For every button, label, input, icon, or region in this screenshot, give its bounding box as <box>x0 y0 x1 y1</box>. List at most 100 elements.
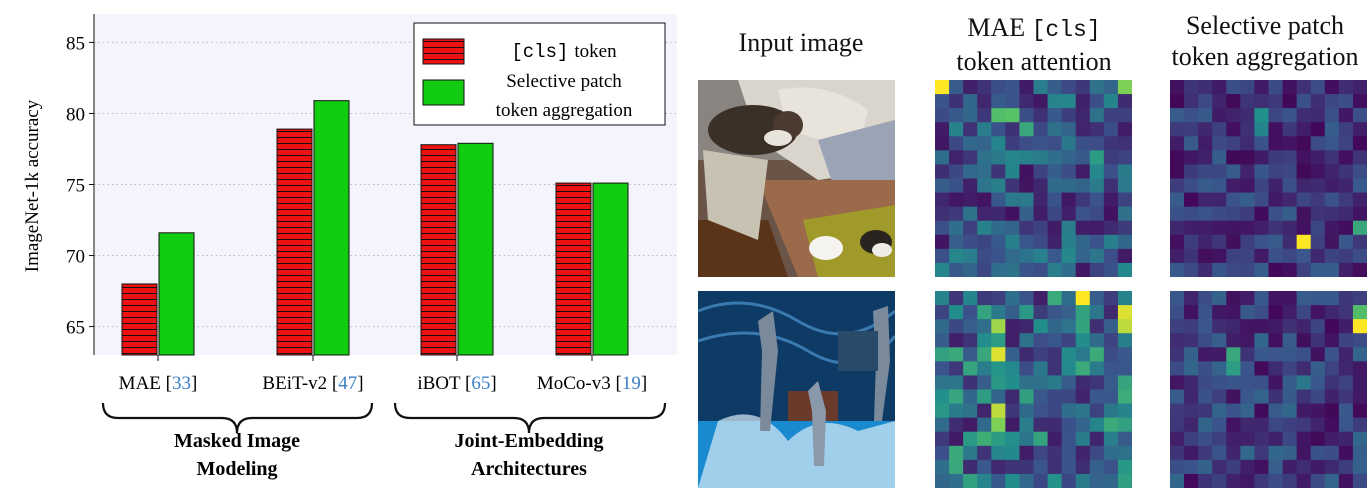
heatmap-cell <box>1005 389 1020 404</box>
heatmap-cell <box>1184 220 1199 236</box>
heatmap-cell <box>935 291 950 306</box>
y-tick-label: 75 <box>66 176 85 197</box>
heatmap-cell <box>1047 333 1063 348</box>
heatmap-cell <box>1033 347 1048 362</box>
heatmap-cell <box>1240 262 1255 277</box>
heatmap-cell <box>1061 206 1077 222</box>
heatmap-cell <box>1282 94 1298 109</box>
heatmap-cell <box>1310 164 1326 179</box>
heatmap-cell <box>1075 248 1091 264</box>
heatmap-cell <box>1089 403 1105 419</box>
heatmap-cell <box>1019 347 1034 362</box>
heatmap-cell <box>1117 445 1132 461</box>
heatmap-cell <box>1352 473 1367 488</box>
bar-selective-beit-v2 <box>313 100 350 356</box>
heatmap-cell <box>1075 164 1091 179</box>
heatmap-cell <box>1296 403 1312 419</box>
heatmap-cell <box>991 122 1006 137</box>
heatmap-cell <box>1240 234 1255 250</box>
heatmap-cell <box>1296 473 1312 488</box>
heatmap-cell <box>1170 347 1185 362</box>
heatmap-cell <box>1352 262 1367 277</box>
heatmap-cell <box>977 262 992 277</box>
heatmap-cell <box>1254 305 1269 320</box>
heatmap-cell <box>1310 431 1326 447</box>
legend-swatch-selective <box>422 79 465 106</box>
heatmap-cell <box>1184 248 1199 264</box>
heatmap-cell <box>963 333 978 348</box>
heatmap-cell <box>949 150 964 165</box>
heatmap-cell <box>1005 361 1020 376</box>
heatmap-cell <box>1005 319 1020 334</box>
heatmap-cell <box>1282 192 1298 208</box>
heatmap-cell <box>1296 431 1312 447</box>
heatmap-cell <box>949 403 964 419</box>
y-tick-label: 85 <box>66 33 85 54</box>
heatmap-cell <box>1198 80 1213 95</box>
heatmap-cell <box>1254 248 1269 264</box>
heatmap-cell <box>1047 375 1063 390</box>
heatmap-cell <box>1198 178 1213 193</box>
heatmap-cell <box>1089 333 1105 348</box>
heatmap-cell <box>1033 94 1048 109</box>
heatmap-cell <box>1117 333 1132 348</box>
heatmap-cell <box>935 108 950 123</box>
heatmap-cell <box>1296 234 1312 250</box>
heatmap-cell <box>1254 459 1269 475</box>
legend-label-selective-line2: token aggregation <box>496 100 633 121</box>
heatmap-cell <box>1089 164 1105 179</box>
heatmap-cell <box>1226 94 1241 109</box>
heatmap-cell <box>963 319 978 334</box>
heatmap-cell <box>1061 375 1077 390</box>
heatmap-cell <box>1103 389 1119 404</box>
heatmap-cell <box>1033 192 1048 208</box>
heatmap-cell <box>977 122 992 137</box>
heatmap-cell <box>1254 431 1269 447</box>
heatmap-cell <box>1061 108 1077 123</box>
heatmap-cell <box>991 206 1006 222</box>
heatmap-cell <box>1184 333 1199 348</box>
heatmap-cell <box>1033 80 1048 95</box>
heatmap-cell <box>1075 403 1091 419</box>
heatmap-cell <box>1103 150 1119 165</box>
heatmap-cell <box>1061 417 1077 433</box>
heatmap-cell <box>1184 319 1199 334</box>
heatmap-cell <box>1075 192 1091 208</box>
heatmap-cell <box>1226 473 1241 488</box>
heatmap-cell <box>1352 80 1367 95</box>
heatmap-cell <box>1254 178 1269 193</box>
heatmap-cell <box>1324 220 1340 236</box>
heatmap-cell <box>1226 234 1241 250</box>
heatmap-cell <box>1184 136 1199 151</box>
heatmap-cell <box>1352 305 1367 320</box>
heatmap-cell <box>1184 473 1199 488</box>
heatmap-cell <box>1296 361 1312 376</box>
heatmap-cell <box>977 305 992 320</box>
heatmap-cell <box>1352 150 1367 165</box>
heatmap-cell <box>1047 80 1063 95</box>
heatmap-cell <box>1338 136 1354 151</box>
heatmap-cell <box>1212 220 1227 236</box>
heatmap-cell <box>949 80 964 95</box>
heatmap-cell <box>1226 192 1241 208</box>
heatmap-cell <box>1089 473 1105 488</box>
heatmap-cell <box>1268 94 1283 109</box>
heatmap-cell <box>935 445 950 461</box>
heatmap-cell <box>1089 389 1105 404</box>
heatmap-cell <box>1226 403 1241 419</box>
heatmap-cell <box>1117 375 1132 390</box>
heatmap-cell <box>991 459 1006 475</box>
heatmap-cell <box>1117 305 1132 320</box>
heatmap-cell <box>1033 122 1048 137</box>
heatmap-cell <box>991 192 1006 208</box>
heatmap-cell <box>1170 206 1185 222</box>
heatmap-cell <box>1047 361 1063 376</box>
heatmap-cell <box>1033 375 1048 390</box>
heatmap-cell <box>991 291 1006 306</box>
heatmap-cell <box>1184 375 1199 390</box>
heatmap-cell <box>1089 80 1105 95</box>
heatmap-cell <box>1103 94 1119 109</box>
heatmap-cell <box>1033 473 1048 488</box>
heatmap-cell <box>1296 80 1312 95</box>
heatmap-cell <box>1033 164 1048 179</box>
